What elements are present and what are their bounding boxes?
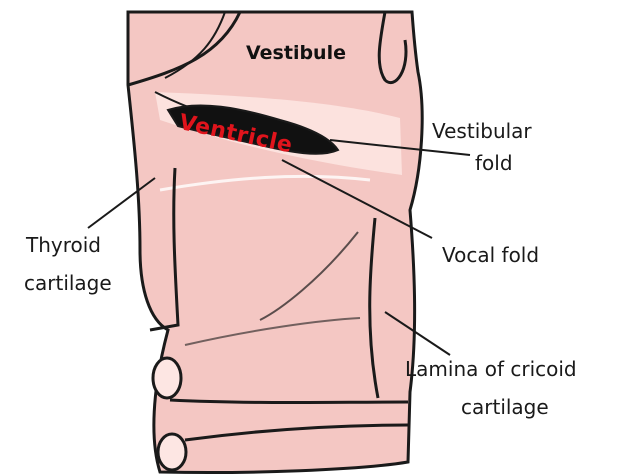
cricoid-ring-lower <box>158 434 186 470</box>
label-thyroid-cartilage-line1: Thyroid <box>26 232 101 258</box>
label-vestibule: Vestibule <box>246 40 346 66</box>
label-lamina-cricoid-line1: Lamina of cricoid <box>405 356 577 382</box>
label-lamina-cricoid-line2: cartilage <box>461 394 549 420</box>
cricoid-ring-upper <box>153 358 181 398</box>
label-vocal-fold: Vocal fold <box>442 242 539 268</box>
label-vestibular-fold-line1: Vestibular <box>432 118 532 144</box>
label-vestibular-fold-line2: fold <box>475 150 513 176</box>
label-thyroid-cartilage-line2: cartilage <box>24 270 112 296</box>
